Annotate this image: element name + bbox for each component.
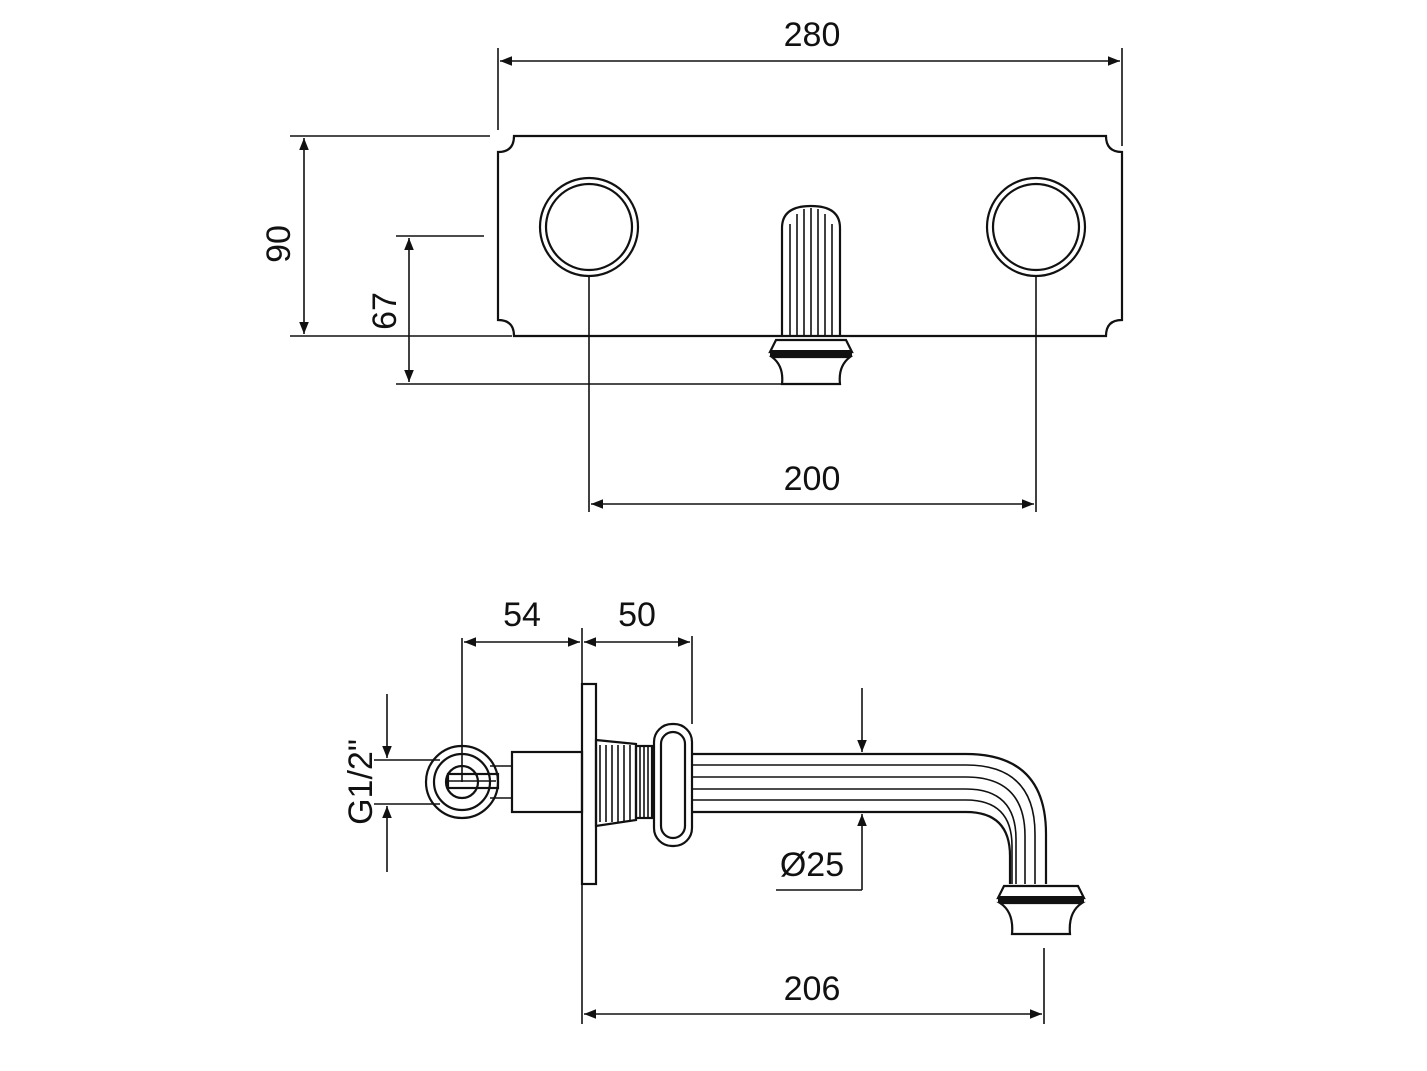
dim-200-label: 200 [784,460,841,498]
handle-side [652,722,694,848]
front-view: 280 90 67 200 [260,16,1124,512]
dim-54 [461,628,583,782]
dim-50 [584,636,693,724]
wall-plate-side [580,682,598,886]
dim-67 [396,235,784,385]
wall-plate [496,134,1124,338]
dim-206 [581,884,1045,1024]
dim-90 [290,135,512,337]
dim-54-label: 54 [503,596,541,634]
side-view: 54 50 G1/2" Ø25 206 [342,596,1086,1024]
dim-67-label: 67 [366,292,404,330]
spout-side [692,752,1086,936]
dim-d25 [776,688,867,891]
dim-90-label: 90 [260,225,298,263]
valve-body [490,750,584,814]
dim-200 [588,276,1037,512]
fluted-sleeve [594,738,654,828]
dim-280-label: 280 [784,16,841,54]
right-handle [985,176,1087,278]
dim-d25-label: Ø25 [780,846,844,884]
dim-50-label: 50 [618,596,656,634]
dim-g12 [374,694,440,872]
dim-g12-label: G1/2" [342,739,380,825]
left-handle [538,176,640,278]
spout-front [768,204,854,386]
dim-280 [497,48,1123,146]
dim-206-label: 206 [784,970,841,1008]
